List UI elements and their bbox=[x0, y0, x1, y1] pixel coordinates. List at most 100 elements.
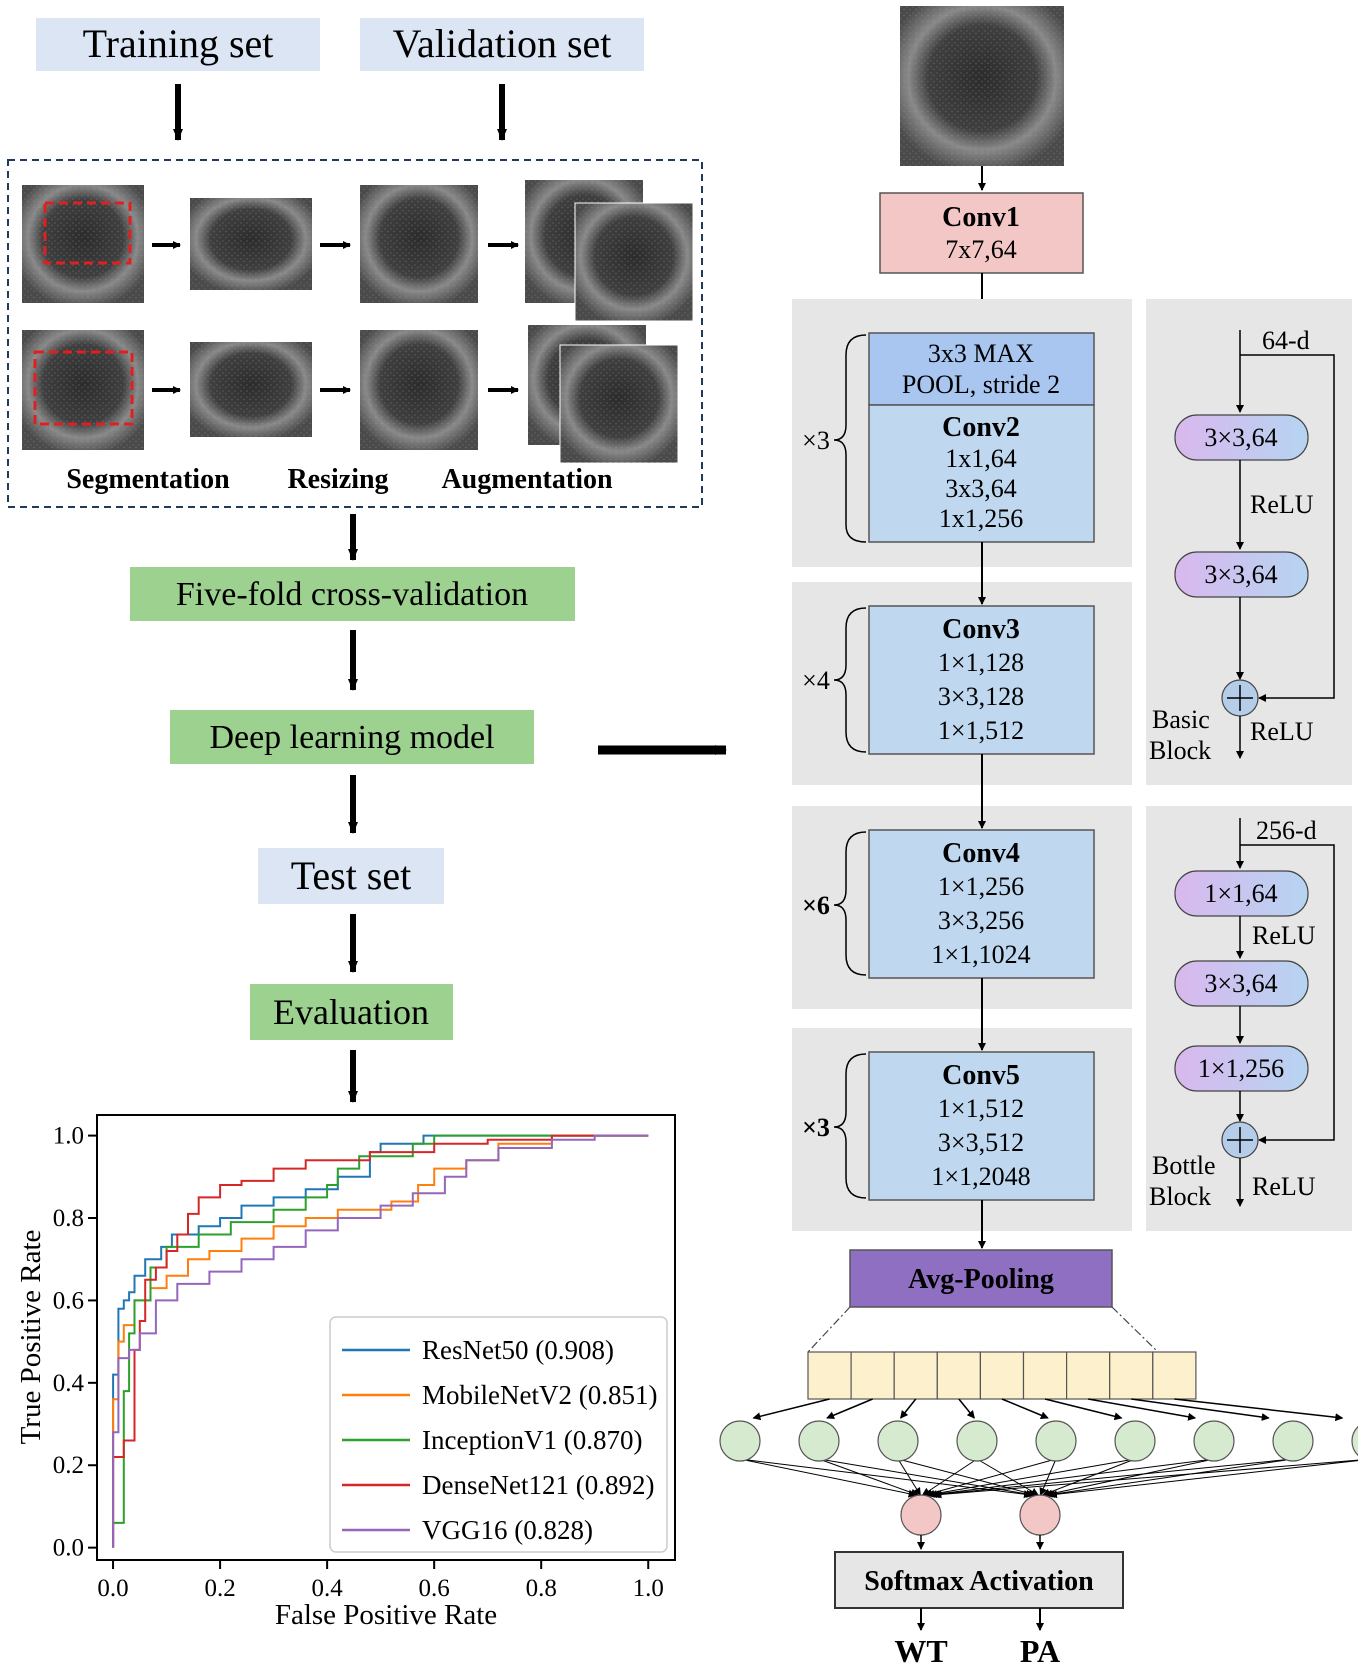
step-segmentation: Segmentation bbox=[66, 464, 230, 495]
dense-connection bbox=[926, 1458, 1136, 1498]
projection-line bbox=[1111, 1306, 1159, 1353]
dense-connection bbox=[897, 1458, 1037, 1498]
conv1-title: Conv1 bbox=[942, 202, 1020, 233]
hidden-neuron bbox=[1193, 1420, 1235, 1462]
conv2-box bbox=[868, 404, 1095, 543]
feature-cell bbox=[979, 1351, 1025, 1400]
output-wt: WT bbox=[894, 1633, 947, 1669]
step-arrows bbox=[152, 241, 519, 394]
avg-pooling-box bbox=[849, 1249, 1113, 1308]
conv4-line-2: 3×3,256 bbox=[938, 906, 1024, 935]
ultrasound-row-2 bbox=[22, 325, 679, 464]
dense-connection bbox=[1048, 1460, 1358, 1499]
hidden-neuron bbox=[1351, 1425, 1358, 1457]
dense-arrow bbox=[752, 1398, 830, 1421]
hidden-neuron bbox=[1035, 1420, 1077, 1462]
output-pa: PA bbox=[1020, 1633, 1060, 1669]
evaluation-label: Evaluation bbox=[273, 992, 429, 1032]
conv5-brace bbox=[833, 1053, 867, 1199]
training-set-box bbox=[36, 18, 320, 71]
validation-set-box bbox=[360, 18, 644, 71]
legend-entry: ResNet50 (0.908) bbox=[422, 1335, 614, 1365]
y-tick-label: 0.4 bbox=[53, 1370, 85, 1397]
dense-connection bbox=[924, 1458, 1057, 1498]
conv4-brace bbox=[833, 831, 867, 976]
x-tick-label: 0.8 bbox=[526, 1575, 557, 1602]
thick-arrows bbox=[173, 84, 507, 141]
dense-arrow bbox=[958, 1398, 975, 1419]
basic-block-layer-2-label: 3×3,64 bbox=[1204, 560, 1277, 589]
step-augmentation: Augmentation bbox=[441, 464, 613, 495]
dense-connection bbox=[931, 1458, 1294, 1499]
dense-connection bbox=[976, 1458, 1039, 1496]
dense-connection bbox=[1046, 1458, 1294, 1498]
conv4-title: Conv4 bbox=[942, 838, 1020, 869]
dense-arrow bbox=[826, 1398, 873, 1420]
validation-set-label: Validation set bbox=[393, 21, 612, 66]
conv3-line-2: 3×3,128 bbox=[938, 682, 1024, 711]
conv3-line-3: 1×1,512 bbox=[938, 716, 1024, 745]
basic-block-label-2: Block bbox=[1149, 736, 1211, 765]
feature-cell bbox=[936, 1351, 981, 1400]
conv2-line-1: 1x1,64 bbox=[945, 444, 1017, 473]
bottle-block-label-2: Block bbox=[1149, 1182, 1211, 1211]
feature-cell bbox=[893, 1351, 938, 1400]
y-tick-label: 1.0 bbox=[53, 1123, 84, 1150]
legend-entry: InceptionV1 (0.870) bbox=[422, 1425, 642, 1455]
dense-connection bbox=[739, 1458, 917, 1498]
conv4-box bbox=[868, 829, 1095, 979]
dense-layers bbox=[719, 1398, 1358, 1550]
maxpool-line-1: 3x3 MAX bbox=[928, 339, 1034, 368]
dense-arrow bbox=[900, 1398, 917, 1419]
bottle-block-layer-2-label: 3×3,64 bbox=[1204, 969, 1277, 998]
conv3-brace bbox=[833, 607, 867, 753]
dense-arrow bbox=[1131, 1398, 1270, 1422]
dense-connection bbox=[818, 1458, 919, 1497]
dense-connection bbox=[1041, 1458, 1136, 1497]
softmax-label: Softmax Activation bbox=[864, 1566, 1094, 1597]
ultrasound-row-1 bbox=[22, 180, 694, 322]
conv1-box bbox=[879, 192, 1084, 274]
dense-arrow bbox=[1174, 1398, 1344, 1422]
x-tick-label: 1.0 bbox=[633, 1575, 664, 1602]
basic-block-label-1: Basic bbox=[1152, 705, 1210, 734]
x-tick-label: 0.0 bbox=[97, 1575, 128, 1602]
dense-connection bbox=[921, 1458, 978, 1496]
training-set-label: Training set bbox=[83, 21, 274, 66]
softmax-box bbox=[834, 1551, 1124, 1609]
basic-block-layer-2 bbox=[1174, 551, 1309, 598]
dense-arrow bbox=[1088, 1398, 1197, 1421]
dense-arrow bbox=[1044, 1398, 1123, 1421]
hidden-neuron bbox=[1272, 1420, 1314, 1462]
basic-block-diagram: 64-d 3×3,64 ReLU 3×3,64 ReLU Basic Block bbox=[1149, 326, 1335, 765]
bottle-block-layer-3-label: 1×1,256 bbox=[1198, 1054, 1284, 1083]
model-box bbox=[170, 710, 534, 764]
crop-box bbox=[43, 201, 132, 265]
bottle-block-layer-1-label: 1×1,64 bbox=[1204, 879, 1277, 908]
bottle-block-input: 256-d bbox=[1256, 816, 1317, 845]
bottle-block-layer-1 bbox=[1174, 870, 1309, 917]
roc-series-4 bbox=[112, 1134, 649, 1548]
conv4-line-3: 1×1,1024 bbox=[931, 940, 1030, 969]
hidden-neuron bbox=[798, 1420, 840, 1462]
feature-cell bbox=[1109, 1351, 1154, 1400]
y-tick-label: 0.0 bbox=[53, 1535, 84, 1562]
model-label: Deep learning model bbox=[209, 719, 494, 756]
bottle-block-label-1: Bottle bbox=[1152, 1151, 1216, 1180]
dense-arrow bbox=[1001, 1398, 1049, 1420]
dense-connection bbox=[1039, 1458, 1057, 1496]
dense-connection bbox=[739, 1458, 1032, 1499]
bottle-block-relu-out: ReLU bbox=[1252, 1172, 1316, 1201]
feature-vector bbox=[807, 1351, 1197, 1400]
output-neuron bbox=[900, 1494, 942, 1536]
maxpool-line-2: POOL, stride 2 bbox=[902, 370, 1060, 399]
y-axis-label: True Positive Rate bbox=[15, 1230, 47, 1445]
dense-connection bbox=[1044, 1458, 1215, 1498]
conv2-title: Conv2 bbox=[942, 412, 1020, 443]
basic-block-input: 64-d bbox=[1262, 326, 1310, 355]
roc-lines bbox=[112, 1134, 649, 1548]
conv2-line-3: 1x1,256 bbox=[939, 504, 1024, 533]
conv3-box bbox=[868, 605, 1095, 755]
hidden-neuron bbox=[719, 1420, 761, 1462]
